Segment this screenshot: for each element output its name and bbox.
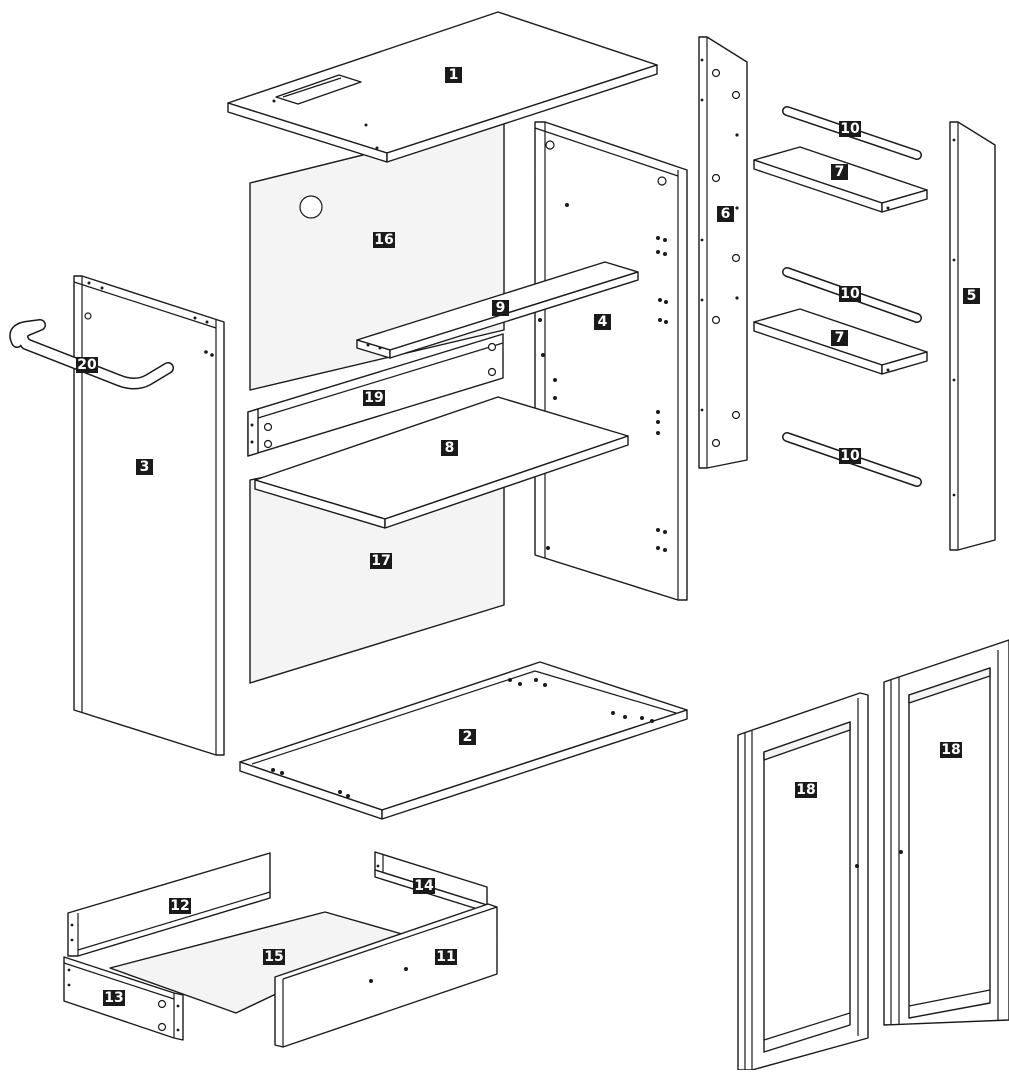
part-5-end-panel (949, 121, 996, 551)
part-11-drawer-front (274, 903, 498, 1048)
part-1-top-panel (227, 11, 658, 163)
svg-text:12: 12 (170, 898, 189, 914)
label-part-11: 11 (435, 949, 457, 965)
svg-text:11: 11 (436, 949, 455, 965)
svg-text:1: 1 (449, 67, 459, 83)
svg-text:4: 4 (598, 314, 608, 330)
svg-text:18: 18 (941, 742, 960, 758)
part-20-handle (9, 319, 174, 390)
svg-text:13: 13 (104, 990, 123, 1006)
label-part-10-middle: 10 (839, 286, 861, 302)
svg-text:14: 14 (414, 878, 434, 894)
svg-text:8: 8 (445, 440, 455, 456)
label-part-7-upper: 7 (831, 164, 848, 180)
label-part-13: 13 (103, 990, 125, 1006)
svg-text:10: 10 (840, 286, 860, 302)
label-part-5: 5 (963, 288, 980, 304)
label-part-19: 19 (363, 390, 385, 406)
part-4-right-side-panel (534, 121, 688, 601)
label-part-18-right: 18 (940, 742, 962, 758)
svg-text:17: 17 (371, 553, 390, 569)
part-3-left-side-panel (73, 275, 225, 756)
label-part-14: 14 (413, 878, 435, 894)
svg-text:18: 18 (796, 782, 815, 798)
label-part-7-lower: 7 (831, 330, 848, 346)
svg-text:3: 3 (140, 459, 150, 475)
part-6-divider-strip (698, 36, 748, 469)
svg-text:10: 10 (840, 121, 860, 137)
svg-text:6: 6 (721, 206, 731, 222)
svg-text:15: 15 (264, 949, 283, 965)
label-part-12: 12 (169, 898, 191, 914)
label-part-2: 2 (459, 729, 476, 745)
svg-text:19: 19 (364, 390, 383, 406)
label-part-9: 9 (492, 300, 509, 316)
part-8-shelf (254, 396, 629, 529)
part-18-door-left (737, 692, 869, 1071)
svg-text:20: 20 (77, 357, 97, 373)
svg-text:7: 7 (835, 164, 845, 180)
label-part-3: 3 (136, 459, 153, 475)
label-part-16: 16 (373, 232, 395, 248)
label-part-15: 15 (263, 949, 285, 965)
svg-text:9: 9 (496, 300, 506, 316)
label-part-17: 17 (370, 553, 392, 569)
svg-text:16: 16 (374, 232, 393, 248)
label-part-18-left: 18 (795, 782, 817, 798)
svg-text:2: 2 (463, 729, 473, 745)
label-part-10-bottom: 10 (839, 448, 861, 464)
svg-text:7: 7 (835, 330, 845, 346)
label-part-6: 6 (717, 206, 734, 222)
svg-text:5: 5 (967, 288, 977, 304)
label-part-4: 4 (594, 314, 611, 330)
part-18-door-right (883, 639, 1009, 1026)
label-part-20: 20 (76, 357, 98, 373)
label-part-1: 1 (445, 67, 462, 83)
label-part-8: 8 (441, 440, 458, 456)
svg-text:10: 10 (840, 448, 860, 464)
label-part-10-top: 10 (839, 121, 861, 137)
